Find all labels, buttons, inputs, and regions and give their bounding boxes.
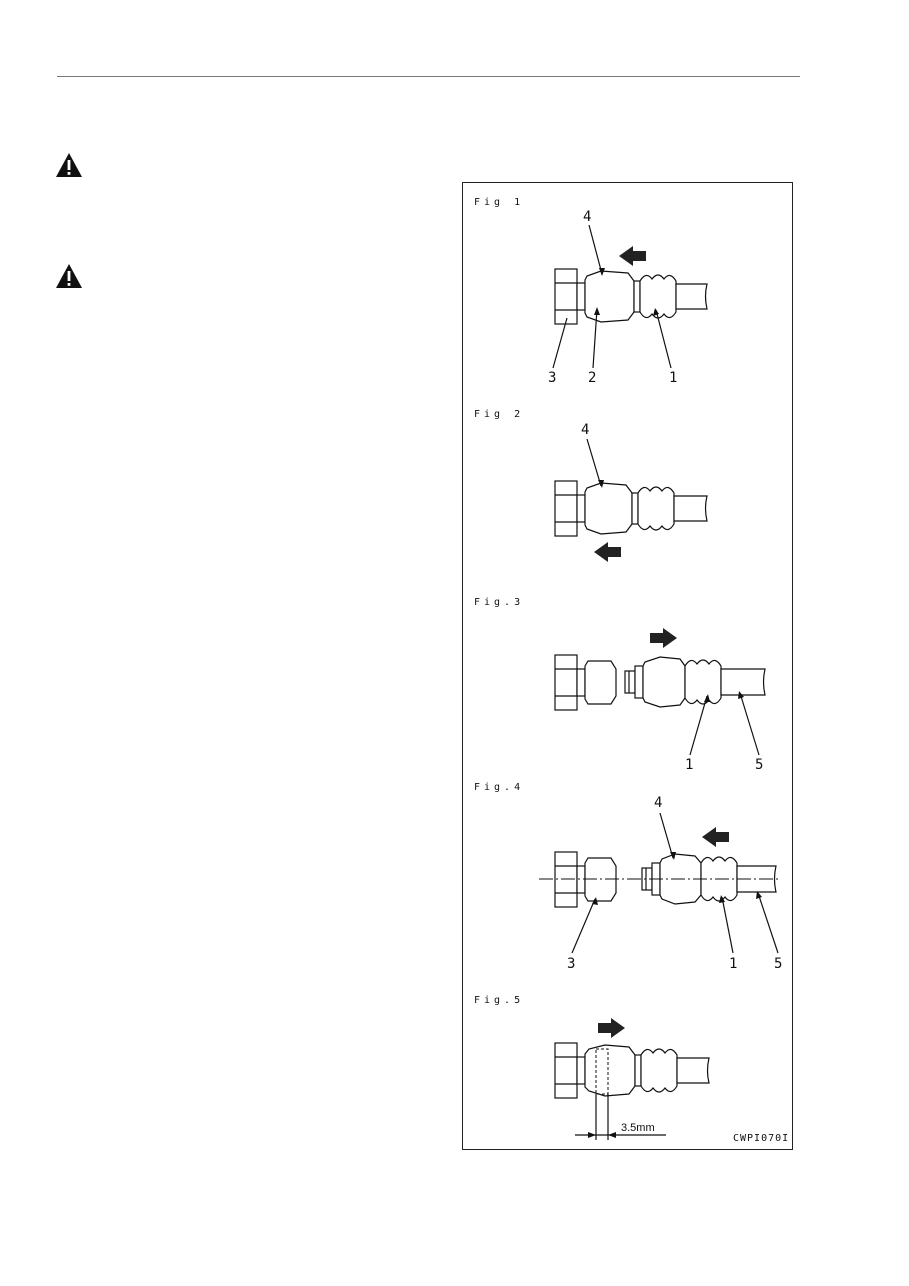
hose-protector	[684, 659, 722, 705]
warning-triangle-icon	[56, 264, 82, 288]
svg-text:1: 1	[669, 370, 677, 386]
hose	[736, 865, 777, 893]
header-rule	[57, 76, 800, 77]
svg-text:4: 4	[583, 209, 591, 225]
fitting-nut	[554, 851, 586, 908]
figure-3: Fig.3 1 5	[474, 597, 766, 773]
direction-arrow-left	[702, 827, 729, 847]
hose	[676, 1057, 710, 1084]
fig1-label: Fig 1	[474, 197, 524, 208]
svg-text:4: 4	[581, 422, 589, 438]
sleeve	[584, 1044, 636, 1097]
sleeve	[584, 270, 635, 323]
hose	[720, 668, 766, 696]
fig2-label: Fig 2	[474, 409, 524, 420]
figure-4: Fig.4 4 3 1 5	[474, 782, 782, 972]
direction-arrow-right	[650, 628, 677, 648]
fitting-nut	[554, 268, 586, 325]
direction-arrow-left	[594, 542, 621, 562]
hose-protector	[640, 1048, 678, 1093]
figure-1: Fig 1 4 3 2 1	[474, 197, 708, 386]
direction-arrow-left	[619, 246, 646, 266]
hose	[673, 495, 708, 522]
svg-text:3: 3	[567, 956, 575, 972]
dimension-label: 3.5mm	[621, 1122, 655, 1134]
fig3-label: Fig.3	[474, 597, 524, 608]
sleeve	[584, 482, 633, 535]
svg-text:4: 4	[654, 795, 662, 811]
svg-text:5: 5	[755, 757, 763, 773]
svg-text:3: 3	[548, 370, 556, 386]
fitting-nut	[554, 480, 586, 537]
figure-2: Fig 2 4	[474, 409, 708, 562]
fitting-nut	[554, 654, 586, 711]
direction-arrow-right	[598, 1018, 625, 1038]
warning-triangle-icon	[56, 153, 82, 177]
svg-text:1: 1	[729, 956, 737, 972]
drawing-code: CWPI070I	[733, 1133, 789, 1144]
svg-text:5: 5	[774, 956, 782, 972]
svg-text:1: 1	[685, 757, 693, 773]
sleeve	[642, 656, 686, 708]
fitting-nut	[554, 1042, 586, 1099]
fitting-cone	[584, 857, 617, 902]
fig4-label: Fig.4	[474, 782, 524, 793]
fitting-cone	[584, 660, 617, 705]
hose-protector	[639, 274, 677, 319]
hose-protector	[637, 486, 675, 531]
figure-5: Fig.5 3.5mm CWPI070I	[474, 995, 789, 1144]
hose-coupling-diagram: Fig 1 4 3 2 1 Fig 2	[474, 197, 789, 1144]
hose	[675, 283, 708, 310]
fig5-label: Fig.5	[474, 995, 524, 1006]
figure-panel: Fig 1 4 3 2 1 Fig 2	[462, 182, 793, 1150]
svg-text:2: 2	[588, 370, 596, 386]
